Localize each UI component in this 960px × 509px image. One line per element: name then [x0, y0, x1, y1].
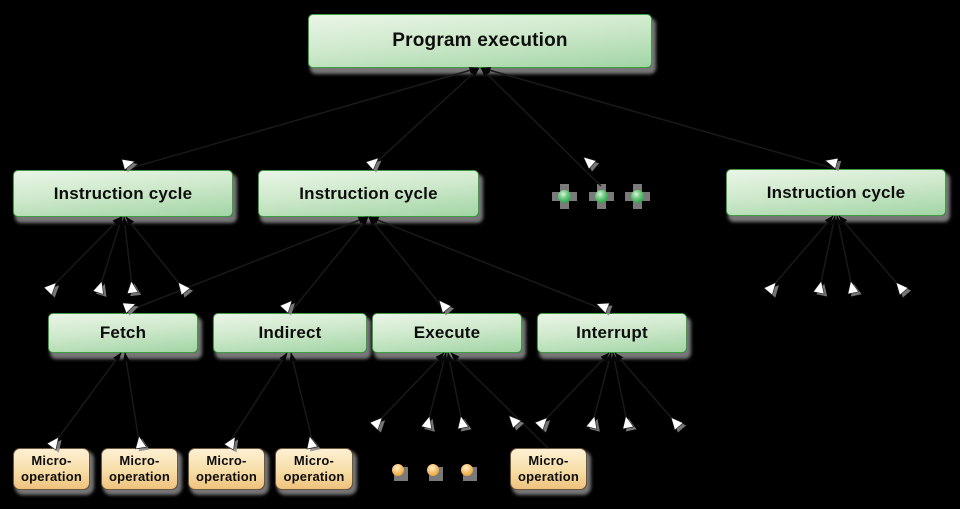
instruction-cycle-ellipsis-dot — [557, 189, 571, 203]
node-label-line: Micro- — [528, 453, 569, 469]
node-label: Micro-operation — [518, 453, 579, 485]
node-label-line: operation — [283, 469, 345, 484]
node-micro-operation-2: Micro-operation — [101, 448, 178, 490]
node-micro-operation-5: Micro-operation — [510, 448, 587, 490]
node-label: Micro-operation — [109, 453, 170, 485]
node-label: Execute — [413, 323, 481, 342]
node-label-line: Micro- — [119, 453, 160, 469]
node-label-line: operation — [195, 469, 258, 484]
node-label: Micro-operation — [21, 453, 82, 485]
micro-operation-ellipsis-dot — [427, 464, 439, 476]
node-label-line: operation — [108, 469, 171, 484]
micro-operation-ellipsis-dot — [461, 464, 473, 476]
node-label: Instruction cycle — [53, 183, 193, 203]
node-label-line: Micro- — [31, 453, 72, 469]
node-label: Fetch — [99, 323, 147, 342]
node-label-line: operation — [517, 469, 580, 484]
node-label: Indirect — [258, 323, 322, 342]
node-interrupt: Interrupt — [537, 313, 687, 353]
node-label-line: Micro- — [206, 453, 247, 469]
instruction-cycle-ellipsis-dot — [630, 189, 644, 203]
node-micro-operation-1: Micro-operation — [13, 448, 90, 490]
node-instruction-cycle-1: Instruction cycle — [13, 170, 233, 217]
node-fetch: Fetch — [48, 313, 198, 353]
node-micro-operation-4: Micro-operation — [275, 448, 353, 490]
instruction-cycle-ellipsis-dot — [594, 189, 608, 203]
node-program-execution: Program execution — [308, 14, 652, 68]
node-instruction-cycle-3: Instruction cycle — [726, 169, 946, 216]
node-indirect: Indirect — [213, 313, 367, 353]
node-label: Micro-operation — [283, 453, 344, 485]
node-label: Interrupt — [576, 323, 648, 342]
node-label: Instruction cycle — [766, 182, 906, 202]
node-label: Instruction cycle — [299, 183, 438, 203]
node-instruction-cycle-2: Instruction cycle — [258, 170, 479, 217]
node-label-line: operation — [20, 469, 83, 484]
node-label: Micro-operation — [196, 453, 257, 485]
node-execute: Execute — [372, 313, 522, 353]
micro-operation-ellipsis-dot — [392, 464, 404, 476]
node-label: Program execution — [392, 30, 568, 51]
node-micro-operation-3: Micro-operation — [188, 448, 265, 490]
node-label-line: Micro- — [293, 453, 335, 469]
